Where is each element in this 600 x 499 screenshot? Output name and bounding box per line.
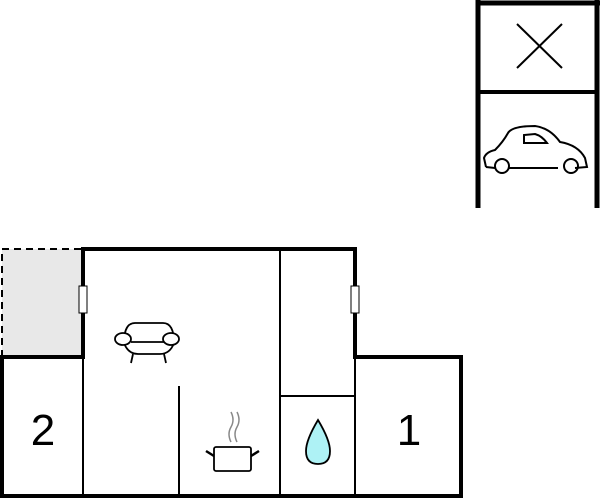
terrace-dashed-edge (1, 248, 83, 357)
window (78, 285, 88, 314)
water-drop-icon (305, 418, 331, 465)
bedroom-2-label: 2 (31, 406, 55, 455)
outer-walls (0, 247, 463, 498)
interior-walls (82, 249, 356, 496)
terrace (2, 249, 83, 357)
armchair-icon (114, 322, 180, 364)
car-icon (482, 124, 589, 174)
window (350, 285, 360, 314)
cross-icon (516, 23, 563, 69)
parking-area (475, 0, 600, 208)
bedroom-1-label: 1 (397, 406, 421, 455)
cooking-pot-icon (205, 411, 260, 472)
